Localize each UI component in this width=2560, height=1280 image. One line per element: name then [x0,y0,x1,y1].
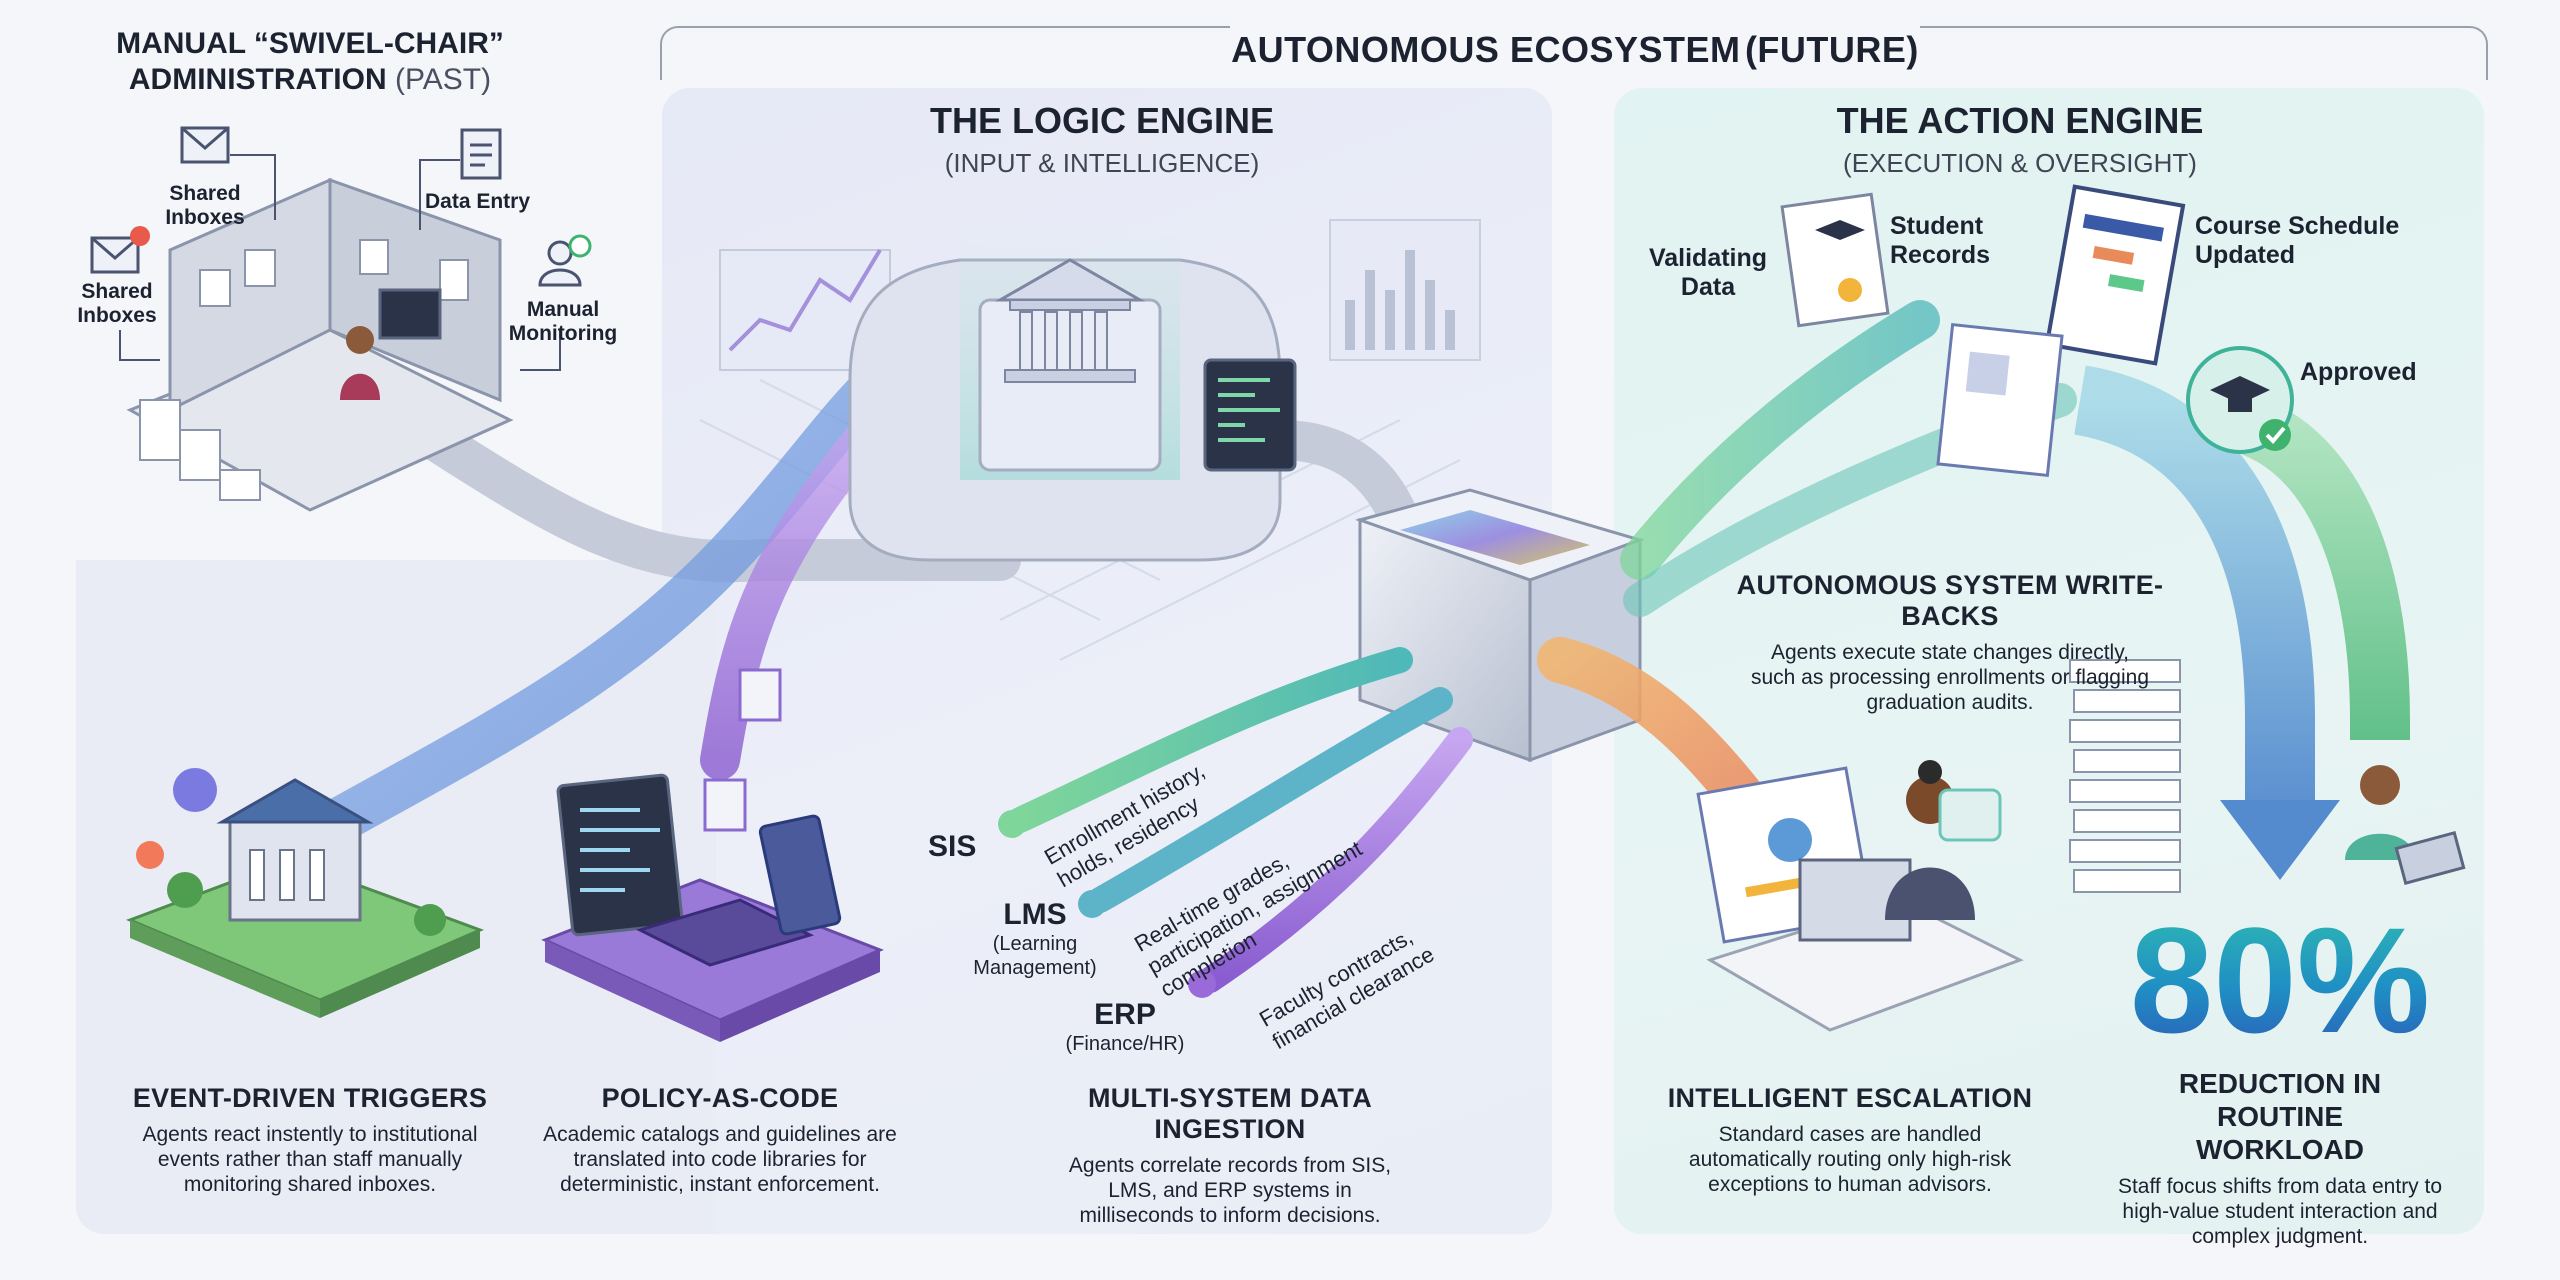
future-title-main: AUTONOMOUS ECOSYSTEM [1231,29,1741,70]
logic-engine-hub [848,220,1419,562]
erp-label-block: ERP (Finance/HR) [1050,998,1200,1056]
escalation-title: INTELLIGENT ESCALATION [1667,1083,2033,1113]
action-engine-subtitle: (EXECUTION & OVERSIGHT) [1843,148,2197,178]
triggers-title: EVENT-DRIVEN TRIGGERS [132,1083,488,1113]
staff-laptop-icon [2345,765,2466,885]
ingestion-title: MULTI-SYSTEM DATA INGESTION [1087,1083,1373,1144]
past-connector-lines [119,154,561,371]
past-title-sub: (PAST) [395,63,492,96]
action-engine-heading: THE ACTION ENGINE (EXECUTION & OVERSIGHT… [1800,100,2240,179]
envelope-alert-icon [90,226,150,274]
ingestion-desc: Agents correlate records from SIS, LMS, … [1068,1154,1392,1227]
diploma-document-icon [1780,192,1890,328]
past-title-main: MANUAL “SWIVEL-CHAIR” ADMINISTRATION [116,27,504,96]
bar-chart-icon [1329,219,1481,361]
lms-label: LMS [1003,898,1067,931]
paper-stack-icon [2069,659,2181,893]
future-title-sub: (FUTURE) [1744,29,1919,70]
workload-title: REDUCTION IN ROUTINE WORKLOAD [2178,1068,2382,1165]
lms-sublabel: (Learning Management) [973,933,1097,979]
erp-sublabel: (Finance/HR) [1065,1033,1185,1055]
past-title: MANUAL “SWIVEL-CHAIR” ADMINISTRATION (PA… [90,26,530,98]
sis-port [998,810,1026,838]
ingestion-section: MULTI-SYSTEM DATA INGESTION Agents corre… [1010,1083,1450,1228]
shared-inboxes-label-top: Shared Inboxes [165,182,245,229]
logic-engine-title: THE LOGIC ENGINE [929,100,1275,141]
campus-icon [125,768,485,1018]
action-engine-panel [1614,88,2484,1234]
policy-section: POLICY-AS-CODE Academic catalogs and gui… [540,1083,900,1197]
line-chart-icon [719,248,891,371]
course-schedule-label: Course Schedule Updated [2195,212,2400,269]
student-records-icon [1936,322,2064,478]
policy-title: POLICY-AS-CODE [601,1083,839,1113]
code-screen-icon [1203,358,1297,472]
sis-label: SIS [928,830,977,863]
erp-stream [1197,727,1473,993]
sis-stream [1007,647,1413,833]
approved-badge-icon [2186,346,2294,454]
workload-arrowhead [2220,800,2340,880]
logic-engine-heading: THE LOGIC ENGINE (INPUT & INTELLIGENCE) [862,100,1342,179]
envelope-icon [180,126,230,164]
workload-stat: 80% [2095,905,2465,1055]
escalation-section: INTELLIGENT ESCALATION Standard cases ar… [1660,1083,2040,1197]
past-office-icon [126,177,514,512]
trigger-stream [317,357,903,843]
policy-stream [700,400,900,780]
lms-label-block: LMS (Learning Management) [955,898,1115,980]
data-entry-label: Data Entry [425,190,531,213]
monitoring-person-icon [538,234,592,287]
policy-desc: Academic catalogs and guidelines are tra… [543,1123,897,1196]
document-icon [460,128,502,180]
lms-stream [1087,687,1453,913]
logic-engine-subtitle: (INPUT & INTELLIGENCE) [944,148,1260,178]
university-icon [994,258,1146,383]
workload-arrow [2073,365,2315,800]
write-backs-block: AUTONOMOUS SYSTEM WRITE-BACKS Agents exe… [1700,570,2200,715]
erp-label: ERP [1094,998,1156,1031]
triggers-desc: Agents react instently to institutional … [142,1123,478,1196]
action-engine-title: THE ACTION ENGINE [1836,100,2204,141]
write-backs-desc: Agents execute state changes directly, s… [1750,641,2150,714]
write-backs-title: AUTONOMOUS SYSTEM WRITE-BACKS [1736,570,2164,631]
workload-desc: Staff focus shifts from data entry to hi… [2117,1175,2443,1248]
validating-data-label: Validating Data [1648,244,1768,301]
approved-label: Approved [2300,358,2417,386]
course-schedule-icon [2044,184,2186,366]
advisor-desk-icon [1696,760,2024,1032]
student-records-label: Student Records [1890,212,1991,269]
policy-book-icon [541,668,884,1042]
future-title: AUTONOMOUS ECOSYSTEM (FUTURE) [1230,22,1920,78]
write-back-stream [1620,300,1940,580]
triggers-section: EVENT-DRIVEN TRIGGERS Agents react inste… [115,1083,505,1197]
lms-port [1078,890,1106,918]
erp-port [1188,970,1216,998]
shared-inboxes-label-left: Shared Inboxes [77,280,157,327]
workload-section: 80% REDUCTION IN ROUTINE WORKLOAD Staff … [2095,905,2465,1249]
escalation-desc: Standard cases are handled automatically… [1688,1123,2012,1196]
manual-monitoring-label: Manual Monitoring [508,298,618,345]
